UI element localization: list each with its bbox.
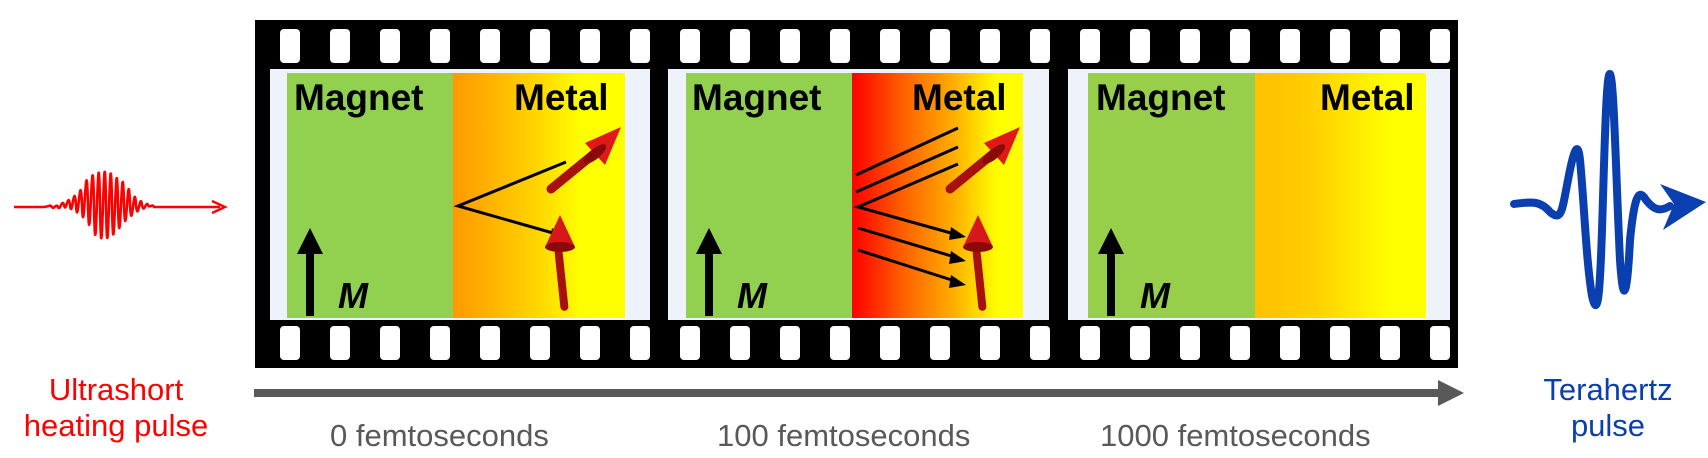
frame-2-spin-current-arrows-icon: [853, 126, 966, 288]
film-sprocket-hole: [1030, 29, 1050, 63]
film-sprocket-hole: [1430, 326, 1450, 360]
frame-2-time-label: 100 femtoseconds: [717, 418, 971, 453]
terahertz-pulse-wave-icon: [1510, 69, 1706, 309]
film-sprocket-hole: [1330, 326, 1350, 360]
film-sprocket-hole: [1080, 326, 1100, 360]
film-sprocket-hole: [1230, 29, 1250, 63]
frame-1-time-label: 0 femtoseconds: [330, 418, 549, 453]
frame-1-metal-label: Metal: [514, 77, 609, 118]
film-sprocket-hole: [1280, 326, 1300, 360]
frame-2-spin-up-icon: [963, 215, 993, 311]
frame-2-magnetization-label: M: [737, 275, 767, 316]
film-sprocket-hole: [630, 29, 650, 63]
film-sprocket-hole: [430, 326, 450, 360]
frame-1-magnetization-label: M: [338, 275, 368, 316]
film-sprocket-hole: [1130, 29, 1150, 63]
film-sprocket-hole: [530, 326, 550, 360]
terahertz-pulse-caption-line2: pulse: [1570, 408, 1646, 443]
film-sprocket-hole: [580, 29, 600, 63]
frame-1-spin-up-icon: [545, 215, 575, 311]
film-sprocket-hole: [980, 326, 1000, 360]
film-sprocket-hole: [280, 29, 300, 63]
heating-pulse-caption: Ultrashort heating pulse: [0, 372, 232, 444]
frame-2-metal-region: [852, 73, 1023, 318]
frame-2-magnetization-arrow-icon: [696, 228, 722, 316]
frame-3-magnet-region: [1088, 73, 1255, 318]
film-sprocket-hole: [880, 29, 900, 63]
frame-3-magnetization-label: M: [1140, 275, 1170, 316]
terahertz-pulse-caption-line1: Terahertz: [1543, 372, 1673, 407]
frame-1-magnet-label: Magnet: [294, 77, 424, 118]
frame-2-spin-tilted-icon: [945, 127, 1020, 194]
frame-1-spin-tilted-icon: [546, 127, 621, 194]
film-sprocket-hole: [1030, 326, 1050, 360]
terahertz-pulse-caption: Terahertz pulse: [1524, 372, 1692, 444]
film-sprocket-hole: [780, 29, 800, 63]
frame-2-metal-label: Metal: [912, 77, 1007, 118]
film-sprocket-hole: [1230, 326, 1250, 360]
frame-2-magnet-label: Magnet: [692, 77, 822, 118]
film-sprocket-hole: [1380, 29, 1400, 63]
heating-pulse-wave-icon: [14, 170, 228, 240]
frame-1-magnet-region: [287, 73, 453, 318]
film-sprocket-hole: [330, 326, 350, 360]
film-sprocket-hole: [830, 29, 850, 63]
time-axis-arrow-icon: [254, 380, 1464, 406]
film-sprocket-hole: [880, 326, 900, 360]
film-sprocket-hole: [630, 326, 650, 360]
frame-3-magnet-label: Magnet: [1096, 77, 1226, 118]
film-sprocket-hole: [1080, 29, 1100, 63]
film-sprocket-hole: [930, 29, 950, 63]
film-sprocket-hole: [480, 326, 500, 360]
frame-3-magnetization-arrow-icon: [1098, 228, 1124, 316]
film-sprocket-hole: [980, 29, 1000, 63]
frame-3-metal-region: [1255, 73, 1426, 318]
film-sprocket-hole: [380, 29, 400, 63]
film-sprocket-hole: [380, 326, 400, 360]
film-sprocket-hole: [1430, 29, 1450, 63]
frame-2-magnet-region: [686, 73, 852, 318]
film-sprocket-hole: [730, 29, 750, 63]
frame-1-magnetization-arrow-icon: [297, 228, 323, 316]
film-sprocket-hole: [680, 326, 700, 360]
film-sprocket-hole: [930, 326, 950, 360]
frame-3-metal-label: Metal: [1320, 77, 1415, 118]
heating-pulse-caption-line2: heating pulse: [23, 408, 209, 443]
film-sprocket-hole: [480, 29, 500, 63]
film-sprocket-hole: [780, 326, 800, 360]
film-sprocket-hole: [530, 29, 550, 63]
film-sprocket-hole: [680, 29, 700, 63]
heating-pulse-caption-line1: Ultrashort: [48, 372, 184, 407]
film-sprocket-hole: [430, 29, 450, 63]
film-sprocket-hole: [580, 326, 600, 360]
film-sprocket-hole: [1280, 29, 1300, 63]
film-sprocket-hole: [730, 326, 750, 360]
film-sprocket-hole: [280, 326, 300, 360]
film-sprocket-hole: [330, 29, 350, 63]
film-sprocket-hole: [830, 326, 850, 360]
film-sprocket-hole: [1180, 326, 1200, 360]
film-sprocket-hole: [1380, 326, 1400, 360]
film-sprocket-hole: [1180, 29, 1200, 63]
film-sprocket-hole: [1330, 29, 1350, 63]
frame-3-time-label: 1000 femtoseconds: [1100, 418, 1371, 453]
film-sprocket-hole: [1130, 326, 1150, 360]
